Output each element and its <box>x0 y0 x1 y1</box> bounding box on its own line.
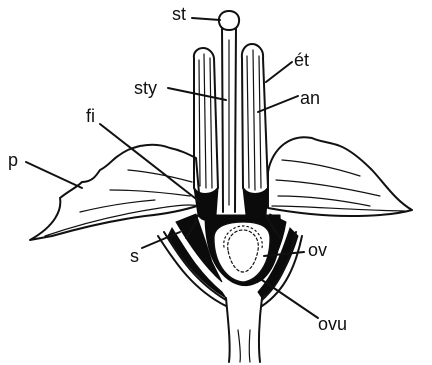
label-ovary: ov <box>308 240 327 260</box>
pedicel <box>226 298 262 362</box>
stigma <box>219 11 239 30</box>
label-etamine: ét <box>294 50 309 70</box>
leader-petal <box>26 162 82 188</box>
stamen-left <box>186 48 218 238</box>
label-ovule: ovu <box>318 314 347 334</box>
label-filament: fi <box>86 106 95 126</box>
label-stigma: st <box>172 4 186 24</box>
label-petal: p <box>8 150 18 170</box>
style <box>222 26 236 212</box>
label-anther: an <box>300 88 320 108</box>
leader-stigma <box>192 18 220 20</box>
petal-left <box>30 145 200 240</box>
leader-etamine <box>266 62 292 82</box>
label-style: sty <box>134 78 157 98</box>
labels: st ét sty an fi p s ov ovu <box>8 4 347 334</box>
petal-right <box>268 137 412 216</box>
label-sepal: s <box>130 246 139 266</box>
leader-style <box>168 88 226 100</box>
